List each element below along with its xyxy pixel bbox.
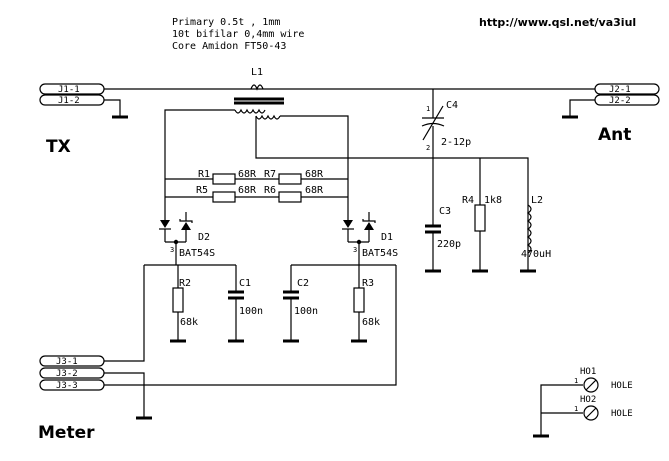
- note-core: Core Amidon FT50-43: [172, 41, 286, 52]
- l1-primary-winding: [250, 84, 264, 91]
- c3-ref: C3: [439, 206, 451, 217]
- d2-ref: D2: [198, 232, 210, 243]
- c4-ref: C4: [446, 100, 458, 111]
- inductor-l2: L2 470uH: [520, 195, 551, 273]
- r6-ref: R6: [264, 185, 276, 196]
- mounting-holes: HO1 HO2 HOLE HOLE 1 1: [533, 367, 633, 438]
- d2-a-triangle: [160, 220, 170, 228]
- ho1-pin: 1: [574, 377, 578, 385]
- r3-body: [353, 287, 365, 313]
- r6-body: [278, 191, 302, 203]
- r4-body: [474, 204, 486, 232]
- j3-2-label: J3-2: [56, 369, 78, 379]
- d1-a-triangle: [343, 220, 353, 228]
- note-bifilar: 10t bifilar 0,4mm wire: [172, 29, 304, 40]
- capacitor-c3: C3 220p: [425, 158, 461, 273]
- ho2-slash: [585, 407, 597, 419]
- j2-1-label: J2-1: [609, 85, 631, 95]
- d1-pin: 3: [353, 246, 357, 254]
- ho1-slash: [585, 379, 597, 391]
- j1-ground-wire: [104, 99, 121, 117]
- r1-value: 68R: [238, 169, 257, 180]
- connector-j3: J3-1 J3-2 J3-3: [39, 355, 105, 391]
- d2-pin: 3: [170, 246, 174, 254]
- ho1-ref: HO1: [580, 367, 596, 377]
- j2-ground-wire: [569, 99, 595, 117]
- l1-secondary-winding-b: [255, 114, 281, 120]
- note-primary: Primary 0.5t , 1mm: [172, 17, 280, 28]
- ho1-ground-wire: [540, 384, 583, 436]
- connector-j2: J2-1 J2-2: [594, 83, 660, 106]
- capacitor-c4: C4 2-12p 1 2: [421, 89, 471, 158]
- c4-pin1: 1: [426, 105, 430, 113]
- r1-body: [212, 173, 236, 185]
- d1-b-triangle: [364, 222, 374, 230]
- j1-1-label: J1-1: [58, 85, 80, 95]
- r2-value: 68k: [180, 317, 198, 328]
- l1-left-lead: [164, 109, 235, 215]
- r1-ref: R1: [198, 169, 210, 180]
- d1-ref: D1: [381, 232, 393, 243]
- r5-value: 68R: [238, 185, 257, 196]
- r3-ref: R3: [362, 278, 374, 289]
- r7-value: 68R: [305, 169, 324, 180]
- c1-ref: C1: [239, 278, 251, 289]
- source-url: http://www.qsl.net/va3iul: [479, 16, 636, 29]
- ant-label: Ant: [598, 125, 631, 145]
- r2-ref: R2: [179, 278, 191, 289]
- r4-ref: R4: [462, 195, 474, 206]
- r3-value: 68k: [362, 317, 380, 328]
- j1-2-label: J1-2: [58, 96, 80, 106]
- meter-label: Meter: [38, 423, 95, 443]
- transformer-l1: L1: [234, 67, 284, 120]
- c4-value: 2-12p: [441, 137, 471, 148]
- l2-ref: L2: [531, 195, 543, 206]
- j2-2-label: J2-2: [609, 96, 631, 106]
- j3-1-wire: [104, 265, 145, 362]
- d1-value: BAT54S: [362, 248, 398, 259]
- resistor-r2: R2 68k: [170, 265, 198, 343]
- r4-value: 1k8: [484, 195, 502, 206]
- d2-b-triangle: [181, 222, 191, 230]
- capacitor-c1: C1 100n: [228, 265, 263, 343]
- ho2-pin: 1: [574, 405, 578, 413]
- c2-value: 100n: [294, 306, 318, 317]
- r7-ref: R7: [264, 169, 276, 180]
- j3-1-label: J3-1: [56, 357, 78, 367]
- ho1-label: HOLE: [611, 381, 633, 391]
- c2-ref: C2: [297, 278, 309, 289]
- resistor-bridge: R1 68R R7 68R R5 68R R6 68R: [165, 169, 348, 203]
- j3-3-label: J3-3: [56, 381, 78, 391]
- sense-line: [255, 116, 529, 270]
- l1-right-lead: [280, 115, 349, 215]
- l1-secondary-winding-a: [234, 108, 266, 114]
- connector-j1: J1-1 J1-2: [39, 83, 105, 106]
- diode-d2: D2 BAT54S 3: [159, 212, 215, 265]
- ho2-ref: HO2: [580, 395, 596, 405]
- j3-2-ground-wire: [104, 372, 145, 418]
- r6-value: 68R: [305, 185, 324, 196]
- c4-trim-arrow: [422, 105, 444, 141]
- j3-3-wire: [104, 265, 397, 386]
- capacitor-c2: C2 100n: [283, 265, 318, 343]
- tx-label: TX: [46, 137, 71, 157]
- c4-pin2: 2: [426, 144, 430, 152]
- diode-d1: D1 BAT54S 3: [342, 212, 398, 265]
- l1-ref: L1: [251, 67, 263, 78]
- c3-value: 220p: [437, 239, 461, 250]
- resistor-r3: R3 68k: [351, 265, 380, 343]
- r7-body: [278, 173, 302, 185]
- l2-value: 470uH: [521, 249, 551, 260]
- c1-value: 100n: [239, 306, 263, 317]
- r2-body: [172, 287, 184, 313]
- r5-ref: R5: [196, 185, 208, 196]
- resistor-r4: R4 1k8: [462, 158, 502, 273]
- d2-value: BAT54S: [179, 248, 215, 259]
- r5-body: [212, 191, 236, 203]
- ho2-label: HOLE: [611, 409, 633, 419]
- l2-winding: [526, 204, 532, 254]
